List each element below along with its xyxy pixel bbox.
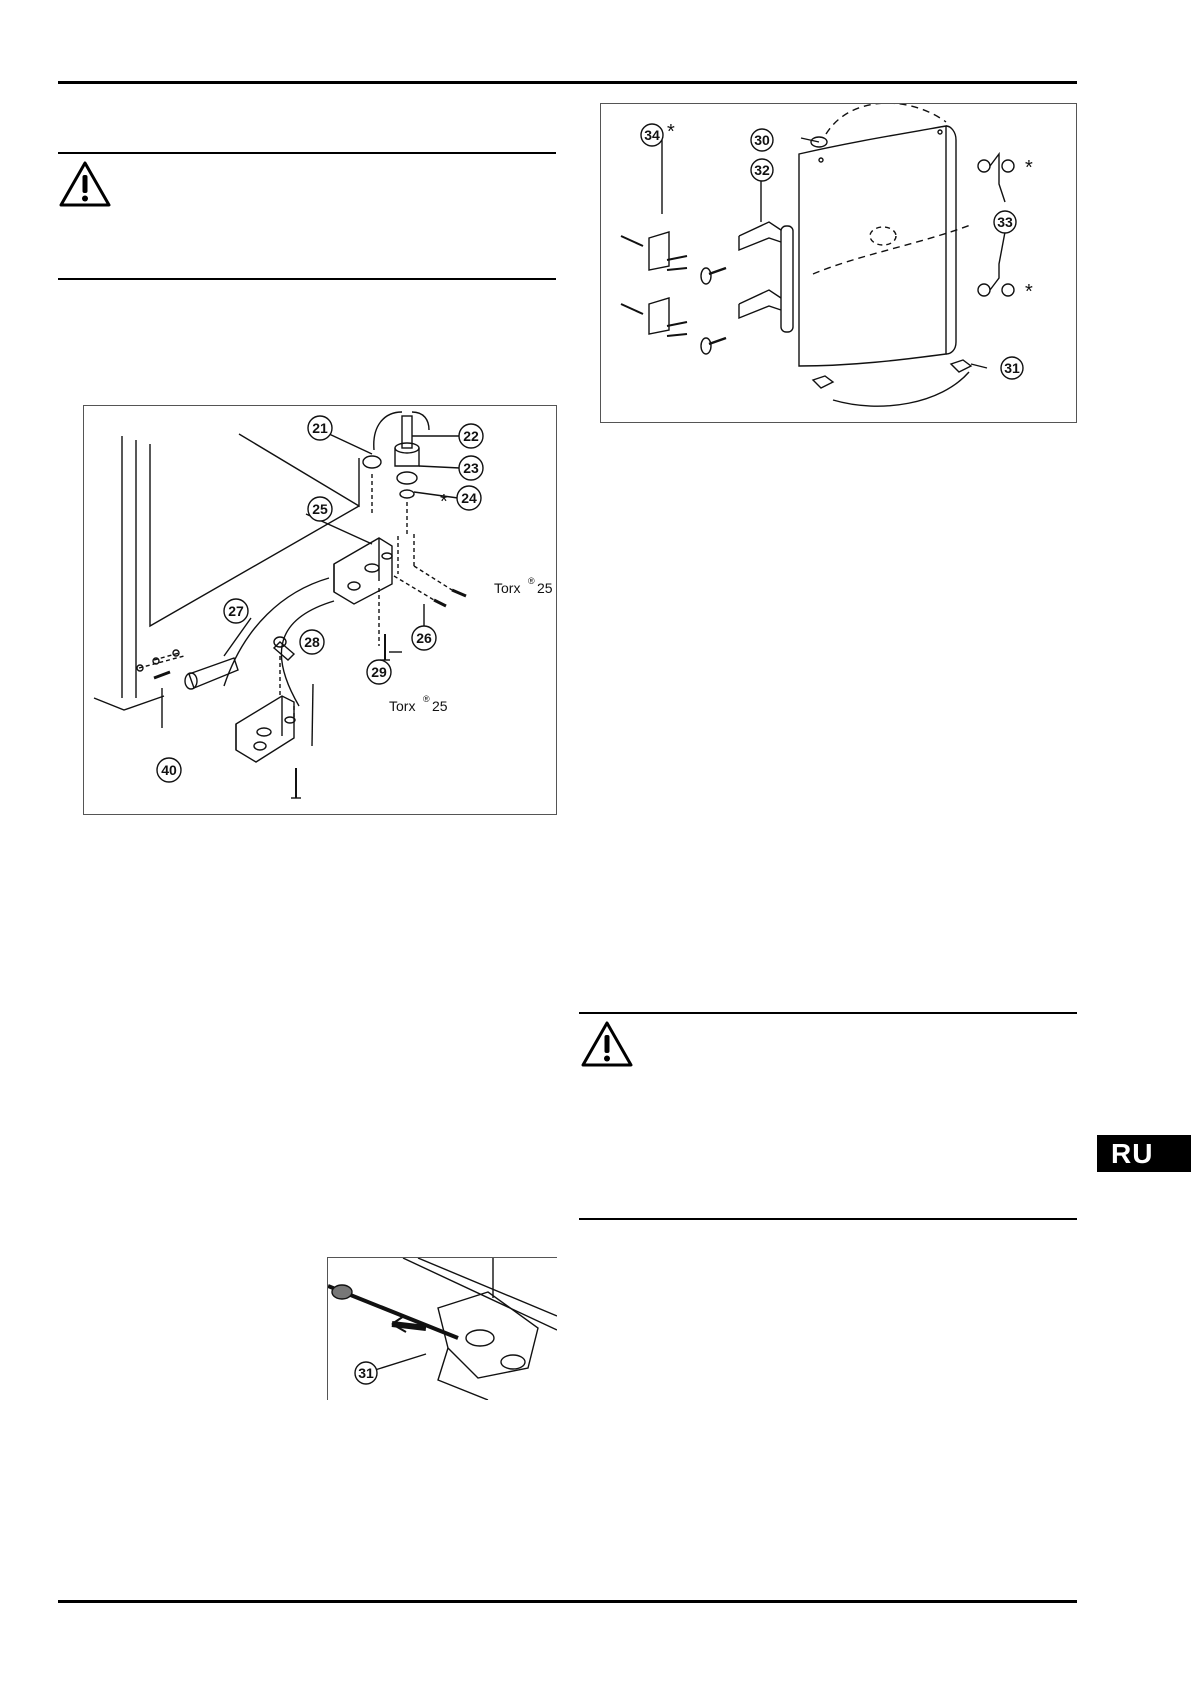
callout-28: 28 [304, 634, 320, 650]
warning-top-rule-right [579, 1012, 1077, 1014]
warning-bottom-rule-right [579, 1218, 1077, 1220]
hinge-release-detail: 31 [327, 1257, 558, 1401]
callout-33: 33 [997, 214, 1013, 230]
torx-size-b: 25 [432, 698, 448, 714]
callout-21: 21 [312, 420, 328, 436]
warning-bottom-rule-left [58, 278, 556, 280]
star-mark: * [1025, 281, 1033, 303]
star-mark: * [440, 491, 448, 513]
callout-24: 24 [461, 490, 477, 506]
hinge-diagram: 21 22 23 24 25 26 27 28 29 40 * Torx ® 2… [83, 405, 557, 815]
callout-25: 25 [312, 501, 328, 517]
callout-34: 34 [644, 127, 660, 143]
language-tab: RU [1097, 1135, 1191, 1172]
warning-top-rule-left [58, 152, 556, 154]
callout-27: 27 [228, 603, 244, 619]
callout-23: 23 [463, 460, 479, 476]
callout-29: 29 [371, 664, 387, 680]
callout-22: 22 [463, 428, 479, 444]
callout-32: 32 [754, 162, 770, 178]
callout-40: 40 [161, 762, 177, 778]
callout-31: 31 [1004, 360, 1020, 376]
callout-30: 30 [754, 132, 770, 148]
star-mark: * [667, 121, 675, 143]
torx-label-b: Torx [389, 698, 415, 714]
warning-icon [58, 160, 112, 213]
callout-26: 26 [416, 630, 432, 646]
torx-reg-b: ® [423, 694, 430, 704]
header-rule [58, 81, 1077, 84]
star-mark: * [1025, 157, 1033, 179]
torx-reg-a: ® [528, 576, 535, 586]
door-handle-diagram: 34 30 32 33 31 * * * [600, 102, 1077, 423]
callout-31: 31 [358, 1365, 374, 1381]
torx-size-a: 25 [537, 580, 553, 596]
warning-icon [580, 1020, 634, 1073]
footer-rule [58, 1600, 1077, 1603]
torx-label-a: Torx [494, 580, 520, 596]
